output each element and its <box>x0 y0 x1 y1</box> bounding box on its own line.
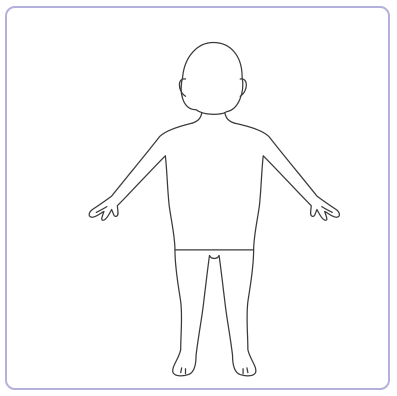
head-outline <box>181 43 243 115</box>
left-hand-detail <box>96 207 107 213</box>
neck-left <box>192 113 202 124</box>
right-hand-detail <box>322 207 333 213</box>
right-leg <box>219 250 256 376</box>
left-foot-detail <box>181 368 186 374</box>
right-foot-detail <box>243 368 248 374</box>
torso-outline <box>89 123 339 250</box>
left-leg <box>173 250 210 376</box>
neck-right <box>225 113 235 124</box>
left-ear <box>179 79 185 96</box>
crotch-line <box>209 256 219 259</box>
body-diagram-panel <box>5 6 390 390</box>
child-body-outline-icon <box>7 8 388 388</box>
